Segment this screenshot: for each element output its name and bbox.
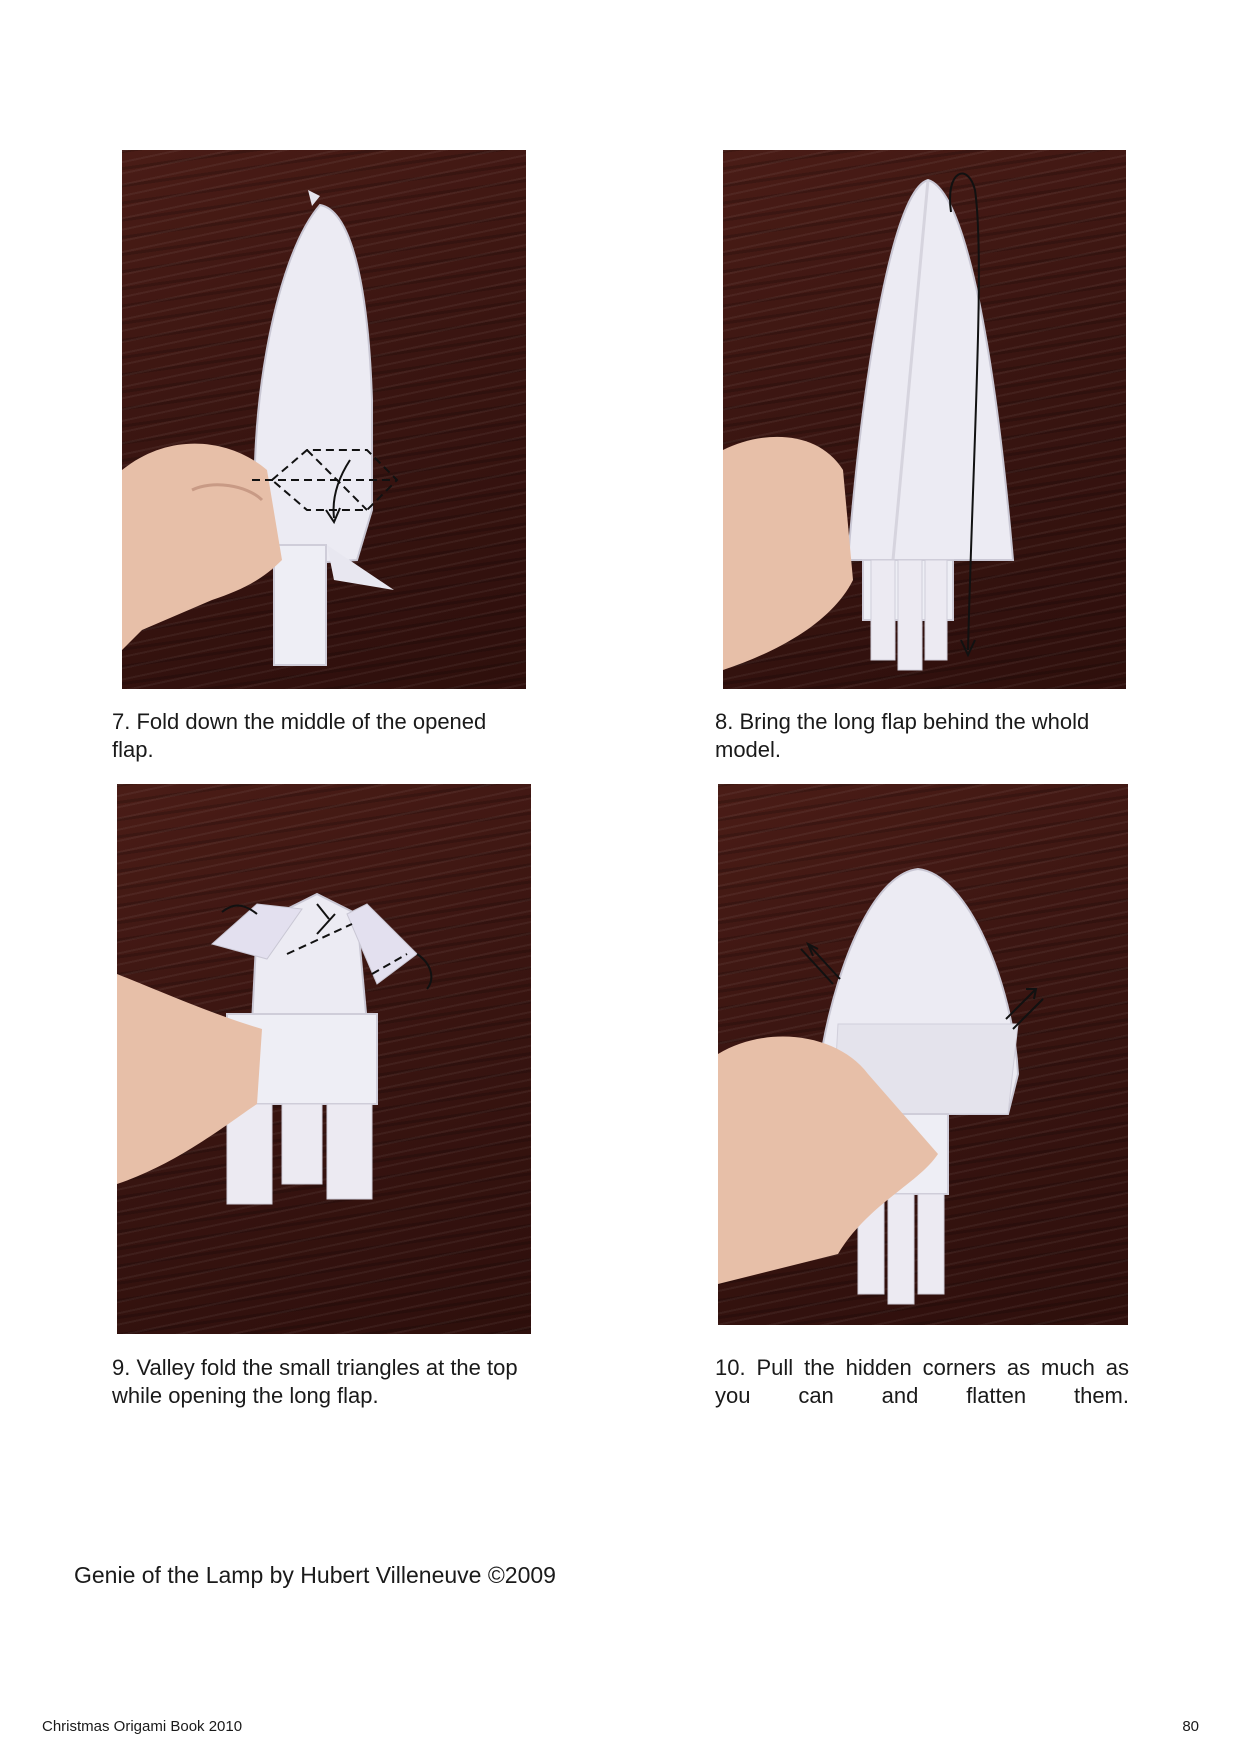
step-9-caption: 9. Valley fold the small triangles at th… <box>112 1355 518 1408</box>
pull-arrows <box>800 941 1044 1030</box>
fold-lines <box>252 449 399 511</box>
footer-book-title: Christmas Origami Book 2010 <box>42 1718 243 1735</box>
step-8-photo <box>723 150 1126 689</box>
step-8-caption: 8. Bring the long flap behind the whold … <box>715 709 1090 762</box>
model-credit: Genie of the Lamp by Hubert Villeneuve ©… <box>74 1562 556 1588</box>
paper-model <box>846 178 1015 561</box>
step-10-caption: 10. Pull the hidden corners as much as y… <box>715 1355 1129 1408</box>
fold-arrow <box>949 172 980 651</box>
step-7-caption: 7. Fold down the middle of the opened fl… <box>112 709 487 762</box>
footer-page-number: 80 <box>1182 1718 1199 1735</box>
step-9-photo <box>117 784 531 1334</box>
step-10-photo <box>718 784 1128 1325</box>
hand <box>718 1036 938 1284</box>
hand <box>723 436 853 670</box>
hand <box>117 974 262 1184</box>
hand <box>122 443 282 650</box>
step-7-photo <box>122 150 526 689</box>
